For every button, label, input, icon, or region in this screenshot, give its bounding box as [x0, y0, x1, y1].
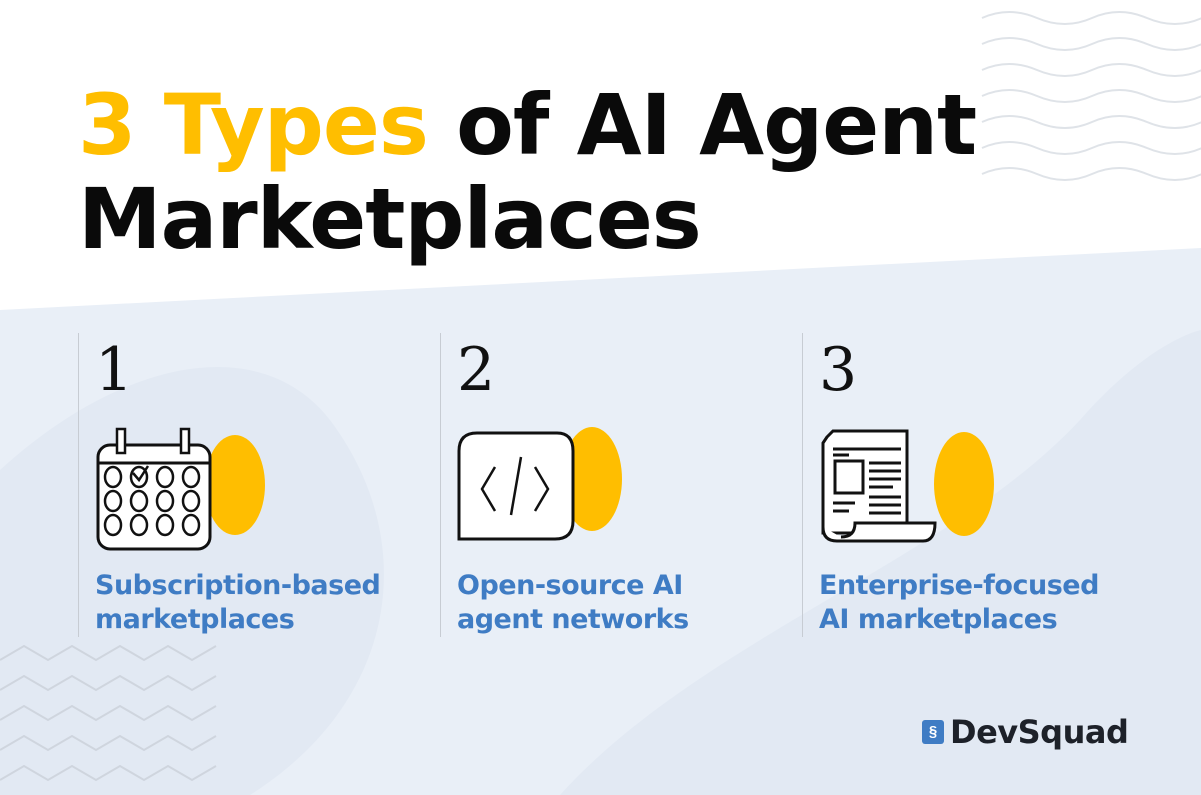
item-number: 3 [819, 335, 858, 405]
devsquad-logo-icon: § [922, 720, 944, 744]
page-title: 3 Types of AI Agent Marketplaces [78, 76, 977, 268]
devsquad-logo: § DevSquad [922, 713, 1129, 751]
title-line2: Marketplaces [78, 170, 702, 268]
item-number: 2 [457, 335, 496, 405]
title-line1: of AI Agent [427, 76, 977, 174]
code-icon [457, 427, 637, 557]
title-highlight: 3 Types [78, 76, 429, 174]
item-number: 1 [95, 335, 134, 405]
calendar-icon [95, 427, 275, 557]
brand-name: DevSquad [950, 713, 1129, 751]
newspaper-icon [819, 427, 999, 557]
